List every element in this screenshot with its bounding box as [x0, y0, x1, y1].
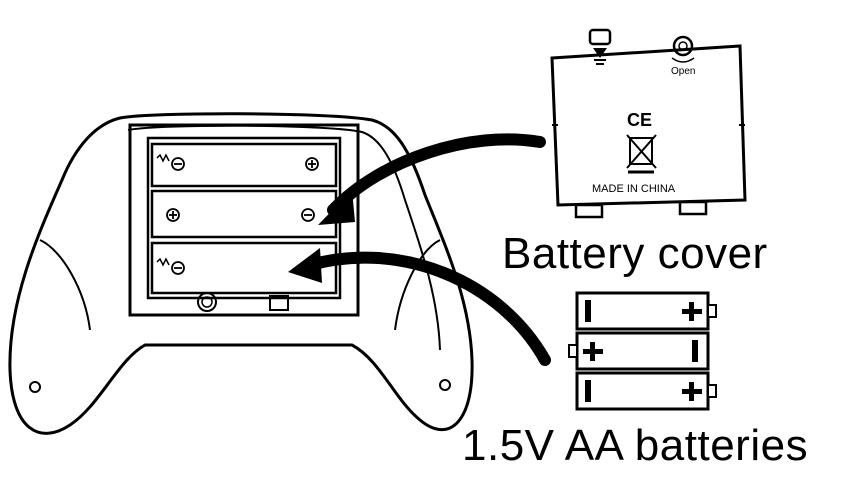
cover-foot-left	[574, 203, 604, 219]
cover-made-in-text: MADE IN CHINA	[592, 183, 676, 195]
open-indicator-icon	[672, 35, 694, 57]
right-grip-contour	[394, 239, 441, 331]
arrowhead-cover	[318, 190, 355, 225]
arrowhead-batteries	[288, 248, 322, 283]
controller-outline	[8, 112, 474, 435]
aa-batteries	[568, 291, 717, 411]
left-grip-contour	[39, 239, 91, 331]
right-grip-hole	[439, 379, 451, 391]
weee-bin-icon	[629, 137, 653, 165]
arrow-batteries-to-compartment	[304, 251, 551, 366]
compartment-slot-3	[150, 241, 338, 295]
cover-clip	[588, 28, 612, 46]
minus-icon	[171, 157, 185, 171]
latch-tab	[269, 295, 289, 311]
batteries-label: 1.5V AA batteries	[462, 421, 809, 470]
battery-cover-label: Battery cover	[502, 229, 768, 278]
battery-cover	[550, 28, 747, 219]
cover-outline	[550, 44, 747, 207]
plus-icon	[305, 157, 319, 171]
cover-clip-arrow	[593, 48, 607, 58]
minus-icon	[171, 261, 185, 275]
cover-ce-mark: CE	[627, 110, 652, 130]
cover-open-text: Open	[671, 66, 695, 77]
spring-contact-1	[156, 153, 170, 163]
compartment-polarity	[166, 157, 319, 275]
compartment-slot-1	[150, 142, 338, 188]
minus-icon	[301, 208, 315, 222]
arrow-cover-to-compartment	[327, 133, 546, 216]
cover-foot-right	[678, 200, 708, 216]
screw-post-left	[197, 292, 217, 312]
plus-icon	[166, 208, 180, 222]
compartment-frame	[128, 123, 360, 317]
spring-contact-3	[156, 257, 170, 267]
left-grip-hole	[29, 381, 41, 393]
screw-post-left-inner	[201, 296, 213, 308]
